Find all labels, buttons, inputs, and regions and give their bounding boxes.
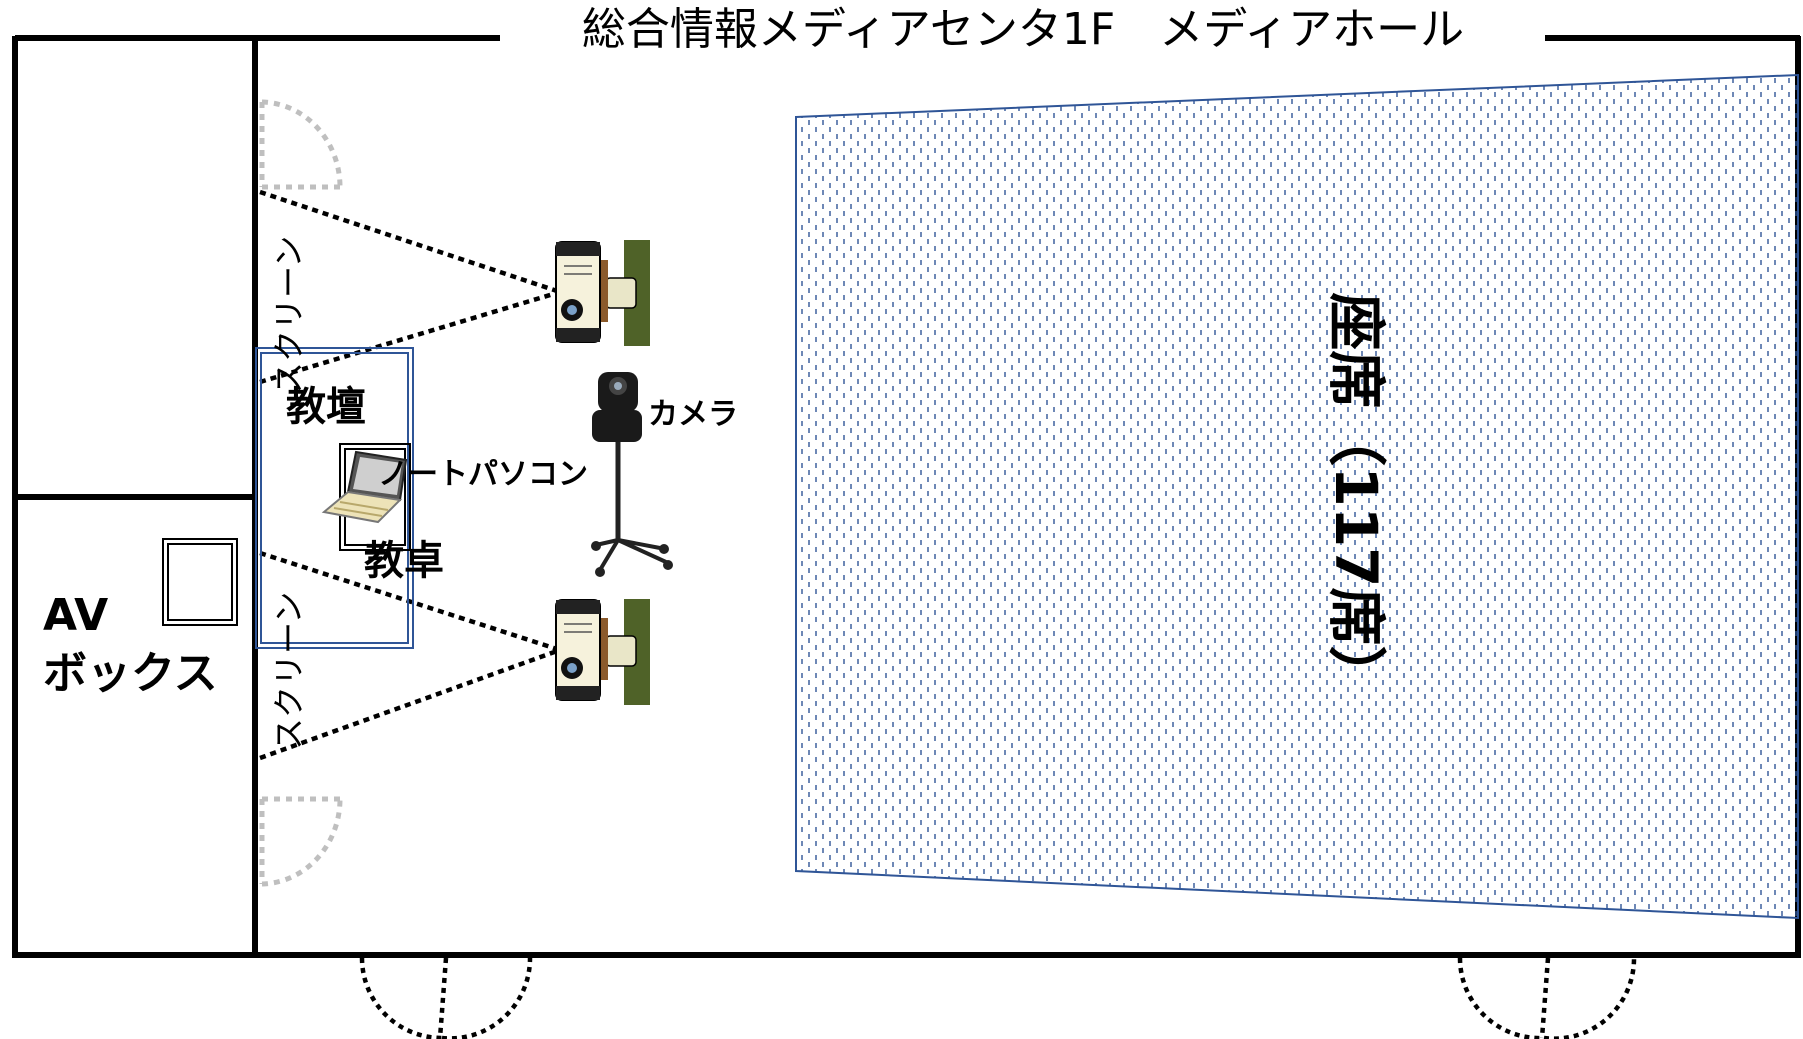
diagram-title: 総合情報メディアセンタ1F メディアホール [582, 4, 1464, 55]
screen-label-bottom: スクリーン [270, 592, 308, 750]
screen-arc-top [259, 99, 343, 190]
podium-label: 教壇 [286, 384, 366, 430]
podium [255, 347, 414, 649]
laptop-label: ノートパソコン [378, 457, 588, 492]
av-box-label-line2: ボックス [43, 648, 218, 699]
av-box-equipment [162, 538, 238, 626]
av-box-label-line1: AV [43, 590, 108, 641]
seating-area [795, 73, 1799, 920]
door-right [1457, 957, 1637, 1039]
door-left [359, 957, 533, 1039]
projector-icon [555, 240, 650, 346]
laptop-icon [321, 450, 408, 524]
camera-label: カメラ [648, 397, 738, 432]
seating-label: 座席（117席） [1322, 292, 1390, 703]
screen-arc-bottom [259, 796, 343, 887]
camera-icon [591, 372, 673, 577]
desk-label: 教卓 [364, 538, 444, 584]
projection-lines [259, 189, 561, 761]
projector-icon [555, 599, 650, 705]
screen-label-top: スクリーン [270, 236, 308, 394]
